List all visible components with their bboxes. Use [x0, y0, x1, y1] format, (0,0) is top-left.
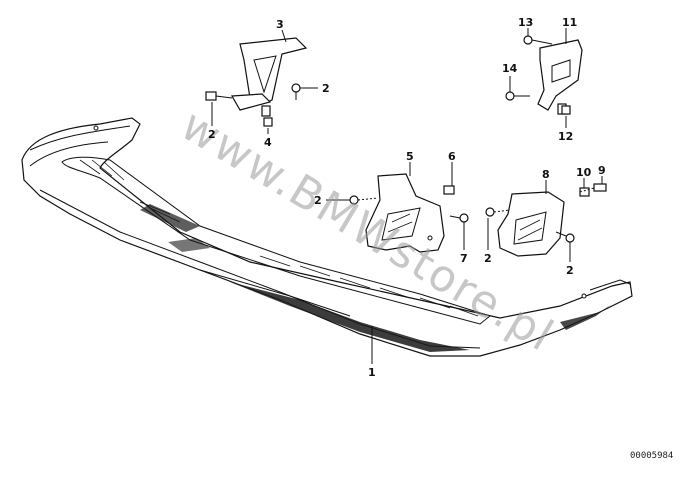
label-part-2: 2	[208, 128, 216, 141]
screw-icon	[523, 35, 553, 45]
screw-icon	[449, 213, 469, 223]
bracket-5	[365, 173, 445, 253]
bracket-8	[497, 191, 565, 257]
label-part-1: 1	[368, 366, 376, 379]
label-part-6: 6	[448, 150, 456, 163]
label-part-2: 2	[566, 264, 574, 277]
label-part-11: 11	[562, 16, 577, 29]
bracket-11	[537, 39, 583, 115]
screw-icon	[555, 231, 575, 243]
screw-icon	[485, 207, 511, 217]
leader-lines	[211, 28, 603, 364]
front-spoiler-part	[21, 117, 633, 357]
part-labels: 1 2 2 3 4 13 11 14 12 5 6 2 7 8 10 9 2 2	[208, 16, 606, 379]
label-part-12: 12	[558, 130, 573, 143]
label-part-9: 9	[598, 164, 606, 177]
nut-icon	[561, 105, 571, 115]
screw-icon	[505, 91, 530, 101]
label-part-7: 7	[460, 252, 468, 265]
label-part-3: 3	[276, 18, 284, 31]
label-part-2: 2	[484, 252, 492, 265]
nut-icon	[443, 185, 455, 195]
document-id: 00005984	[630, 451, 673, 461]
label-part-4: 4	[264, 136, 272, 149]
label-part-14: 14	[502, 62, 518, 75]
label-part-8: 8	[542, 168, 550, 181]
label-part-2: 2	[322, 82, 330, 95]
bolt-icon	[579, 183, 607, 193]
screw-icon	[291, 83, 301, 100]
nut-icon	[263, 117, 273, 127]
label-part-10: 10	[576, 166, 592, 179]
bracket-3	[231, 37, 308, 117]
fasteners	[205, 35, 607, 243]
label-part-2: 2	[314, 194, 322, 207]
label-part-5: 5	[406, 150, 414, 163]
screw-icon	[205, 91, 233, 101]
label-part-13: 13	[518, 16, 533, 29]
